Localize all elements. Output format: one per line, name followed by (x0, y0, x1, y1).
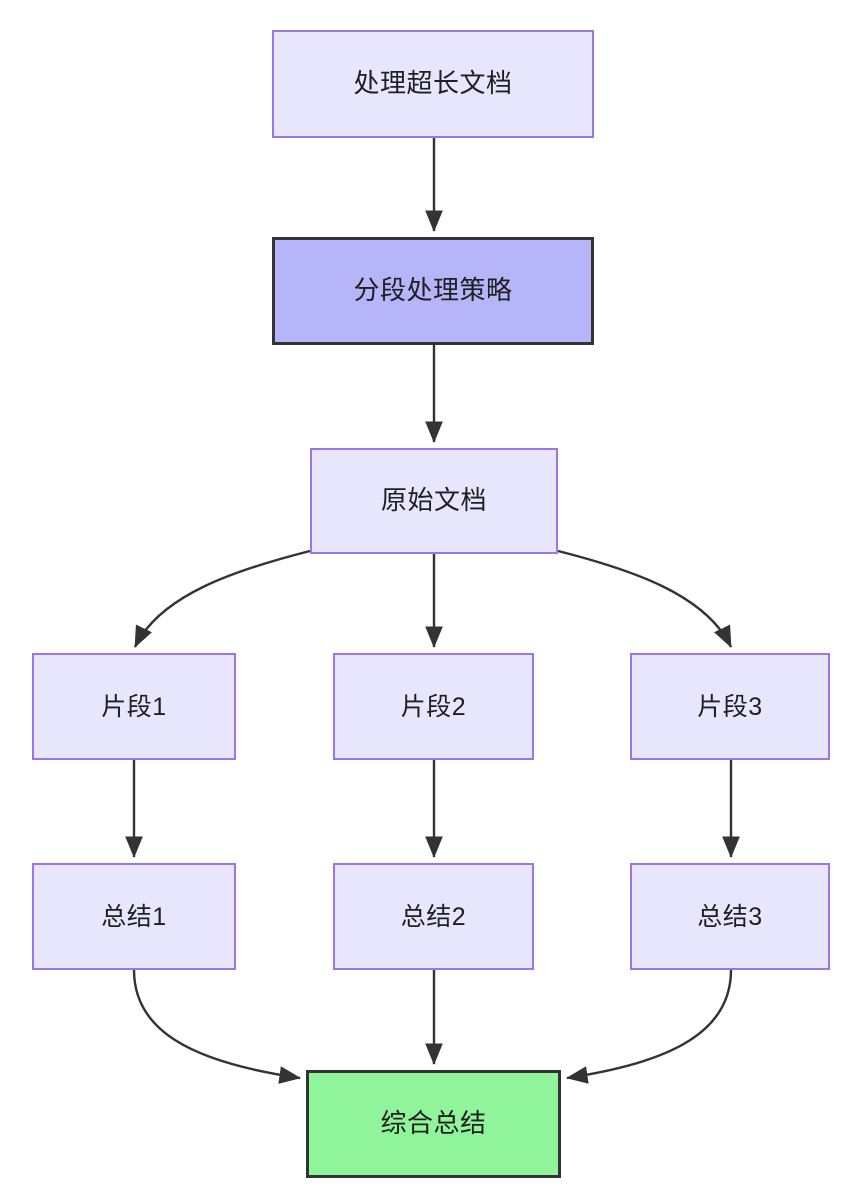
node-label: 处理超长文档 (353, 68, 513, 99)
node-label: 综合总结 (380, 1108, 487, 1139)
node-label: 片段1 (101, 692, 167, 721)
node-fragment-3[interactable]: 片段3 (630, 653, 830, 760)
node-original-document[interactable]: 原始文档 (310, 448, 558, 554)
edge-n3-n4 (133, 549, 311, 648)
edge-n7-n10 (132, 969, 301, 1084)
node-comprehensive-summary[interactable]: 综合总结 (306, 1070, 561, 1178)
node-fragment-1[interactable]: 片段1 (32, 653, 236, 760)
node-process-long-document[interactable]: 处理超长文档 (272, 30, 594, 138)
node-label: 分段处理策略 (353, 275, 513, 306)
node-label: 片段3 (697, 692, 763, 721)
node-label: 原始文档 (380, 485, 487, 516)
node-summary-2[interactable]: 总结2 (333, 863, 534, 970)
node-chunking-strategy[interactable]: 分段处理策略 (272, 237, 594, 345)
node-label: 片段2 (400, 692, 467, 721)
edge-n3-n6 (557, 549, 733, 648)
node-fragment-2[interactable]: 片段2 (333, 653, 534, 760)
node-summary-1[interactable]: 总结1 (32, 863, 236, 970)
edge-n9-n10 (566, 969, 733, 1084)
node-label: 总结3 (697, 902, 763, 931)
node-label: 总结2 (400, 902, 467, 931)
node-label: 总结1 (101, 902, 167, 931)
node-summary-3[interactable]: 总结3 (630, 863, 830, 970)
